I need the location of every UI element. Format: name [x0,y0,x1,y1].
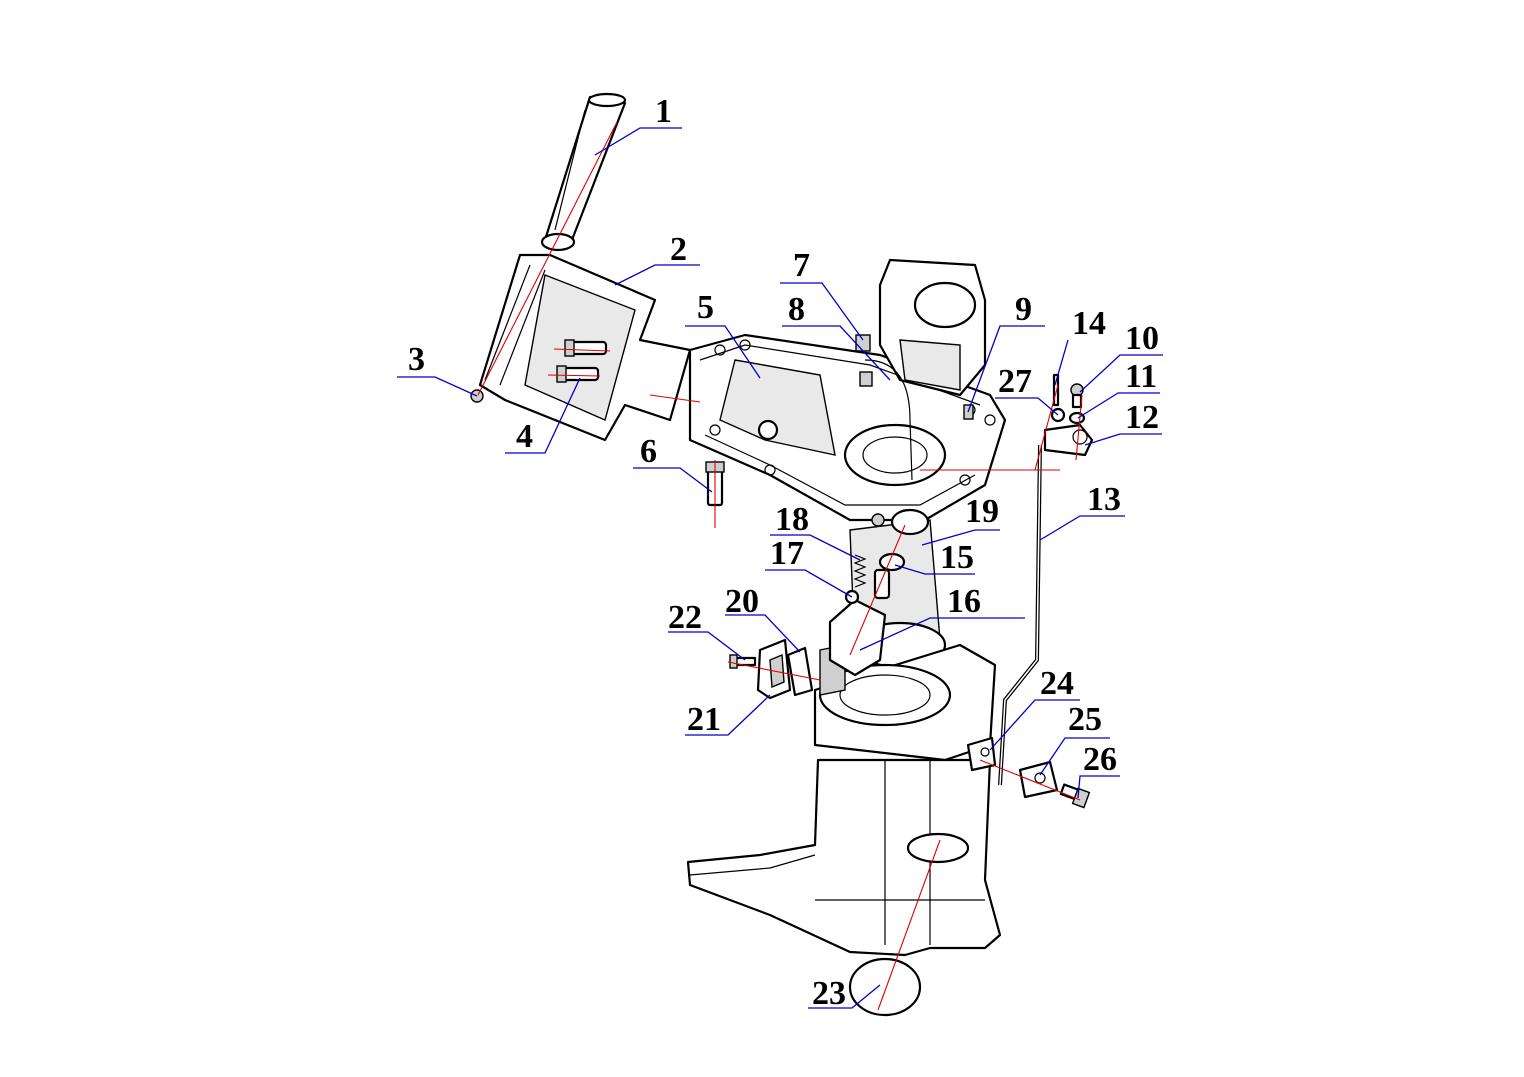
label-part-1: 1 [655,93,672,130]
label-part-15: 15 [940,539,974,576]
label-part-16: 16 [947,583,981,620]
part-number-labels: 1 2 3 4 5 6 7 8 9 10 11 12 13 14 15 16 1… [408,93,1159,1012]
part-11-washer [1068,411,1086,425]
label-part-6: 6 [640,433,657,470]
label-part-17: 17 [770,535,804,572]
lower-leg-housing [686,519,1002,957]
label-part-4: 4 [516,418,533,455]
part-21-cover-plate [756,638,792,700]
label-part-12: 12 [1125,399,1159,436]
part-17-plunger [844,568,891,605]
label-part-5: 5 [697,289,714,326]
upper-mounting-bracket [688,258,1007,522]
part-14-pin [1052,373,1060,407]
part-20-gasket [786,646,814,697]
label-part-22: 22 [668,599,702,636]
label-part-20: 20 [725,583,759,620]
part-7-clip [855,334,871,352]
label-part-9: 9 [1015,291,1032,328]
part-1-handle-grip [540,92,627,252]
assembly-axis-lines [477,121,1083,1011]
label-part-19: 19 [965,493,999,530]
label-part-27: 27 [998,363,1032,400]
part-4-bolts [556,339,608,383]
label-part-14: 14 [1072,305,1106,342]
label-part-7: 7 [793,247,810,284]
label-part-3: 3 [408,341,425,378]
label-part-8: 8 [788,291,805,328]
part-13-control-rod [998,444,1042,786]
part-19-stopper [871,508,930,536]
part-8-wire [859,359,913,481]
label-part-18: 18 [775,501,809,538]
part-25-clamp-block [1018,760,1059,799]
label-part-13: 13 [1087,481,1121,518]
label-part-26: 26 [1083,741,1117,778]
part-23-plug-cap [848,957,922,1017]
part-26-bolt [1059,783,1091,809]
label-part-25: 25 [1068,701,1102,738]
label-part-23: 23 [812,975,846,1012]
part-24-clamp-bracket [966,736,997,772]
label-part-10: 10 [1125,320,1159,357]
label-part-2: 2 [670,231,687,268]
label-part-21: 21 [687,701,721,738]
part-12-lever [1043,423,1094,457]
leader-lines [397,127,1163,1009]
label-part-11: 11 [1125,358,1157,395]
part-18-spring [853,554,867,588]
label-part-24: 24 [1040,665,1074,702]
